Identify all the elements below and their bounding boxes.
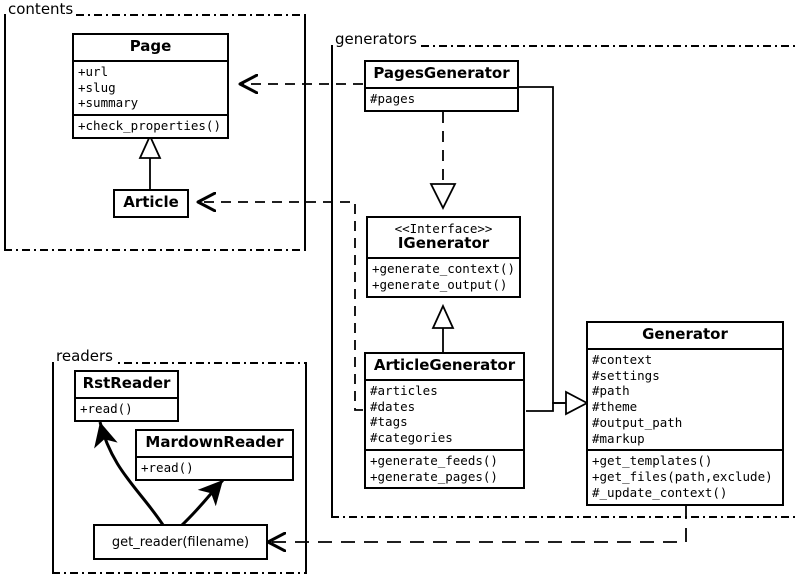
attribute: +slug	[78, 79, 116, 95]
attribute: #dates	[370, 398, 416, 414]
method: +get_files(path,exclude)	[592, 469, 773, 484]
class-page[interactable]: Page +url +slug +summary +check_properti…	[72, 33, 229, 139]
class-page-title: Page	[129, 37, 172, 55]
class-generator-title: Generator	[642, 325, 728, 343]
method: #_update_context()	[592, 484, 728, 500]
class-generator-methods: +get_templates() +get_files(path,exclude…	[588, 449, 782, 503]
attribute: #context	[592, 351, 653, 367]
function-get-reader-label: get_reader(filename)	[111, 534, 250, 550]
class-pagesgenerator[interactable]: PagesGenerator #pages	[364, 60, 519, 112]
class-generator-attributes: #context #settings #path #theme #output_…	[588, 347, 782, 450]
class-igenerator-methods: +generate_context() +generate_output()	[368, 257, 519, 296]
class-rstreader-methods: +read()	[76, 396, 177, 420]
class-mardownreader[interactable]: MardownReader +read()	[135, 429, 294, 481]
class-articlegenerator[interactable]: ArticleGenerator #articles #dates #tags …	[364, 352, 525, 490]
package-contents-label: contents	[6, 0, 76, 18]
method: +generate_output()	[372, 276, 508, 292]
class-rstreader-title: RstReader	[82, 374, 171, 392]
attribute: #articles	[370, 382, 438, 398]
attribute: #pages	[370, 90, 416, 106]
attribute: #markup	[592, 430, 645, 446]
class-articlegenerator-methods: +generate_feeds() +generate_pages()	[366, 448, 523, 488]
package-readers-label: readers	[54, 347, 115, 365]
method: +generate_context()	[372, 261, 515, 277]
attribute: #path	[592, 383, 630, 399]
method: +read()	[80, 400, 133, 416]
class-articlegenerator-attributes: #articles #dates #tags #categories	[366, 378, 523, 449]
class-article[interactable]: Article	[113, 189, 189, 218]
class-pagesgenerator-attributes: #pages	[366, 86, 517, 110]
class-igenerator-name: IGenerator	[397, 234, 490, 253]
method: +generate_feeds()	[370, 452, 498, 468]
class-igenerator-title: <<Interface>> IGenerator	[368, 218, 519, 257]
class-articlegenerator-title: ArticleGenerator	[373, 356, 516, 374]
class-article-title: Article	[123, 193, 179, 211]
attribute: #settings	[592, 367, 660, 383]
attribute: #theme	[592, 399, 638, 414]
class-pagesgenerator-title: PagesGenerator	[373, 64, 510, 82]
class-mardownreader-title: MardownReader	[145, 433, 284, 451]
attribute: #output_path	[592, 414, 683, 430]
method: +generate_pages()	[370, 468, 498, 484]
class-rstreader[interactable]: RstReader +read()	[74, 370, 179, 422]
package-generators-label: generators	[333, 30, 419, 48]
method: +get_templates()	[592, 453, 713, 469]
attribute: +summary	[78, 95, 139, 111]
method: +check_properties()	[78, 118, 221, 133]
class-igenerator[interactable]: <<Interface>> IGenerator +generate_conte…	[366, 216, 521, 298]
attribute: #tags	[370, 414, 408, 430]
class-page-methods: +check_properties()	[74, 114, 227, 137]
method: +read()	[141, 459, 194, 475]
attribute: #categories	[370, 430, 453, 445]
class-mardownreader-methods: +read()	[137, 455, 292, 479]
function-get-reader[interactable]: get_reader(filename)	[93, 524, 268, 560]
class-igenerator-stereotype: <<Interface>>	[394, 221, 493, 236]
attribute: +url	[78, 63, 109, 79]
class-generator[interactable]: Generator #context #settings #path #them…	[586, 321, 784, 506]
class-page-attributes: +url +slug +summary	[74, 59, 227, 114]
